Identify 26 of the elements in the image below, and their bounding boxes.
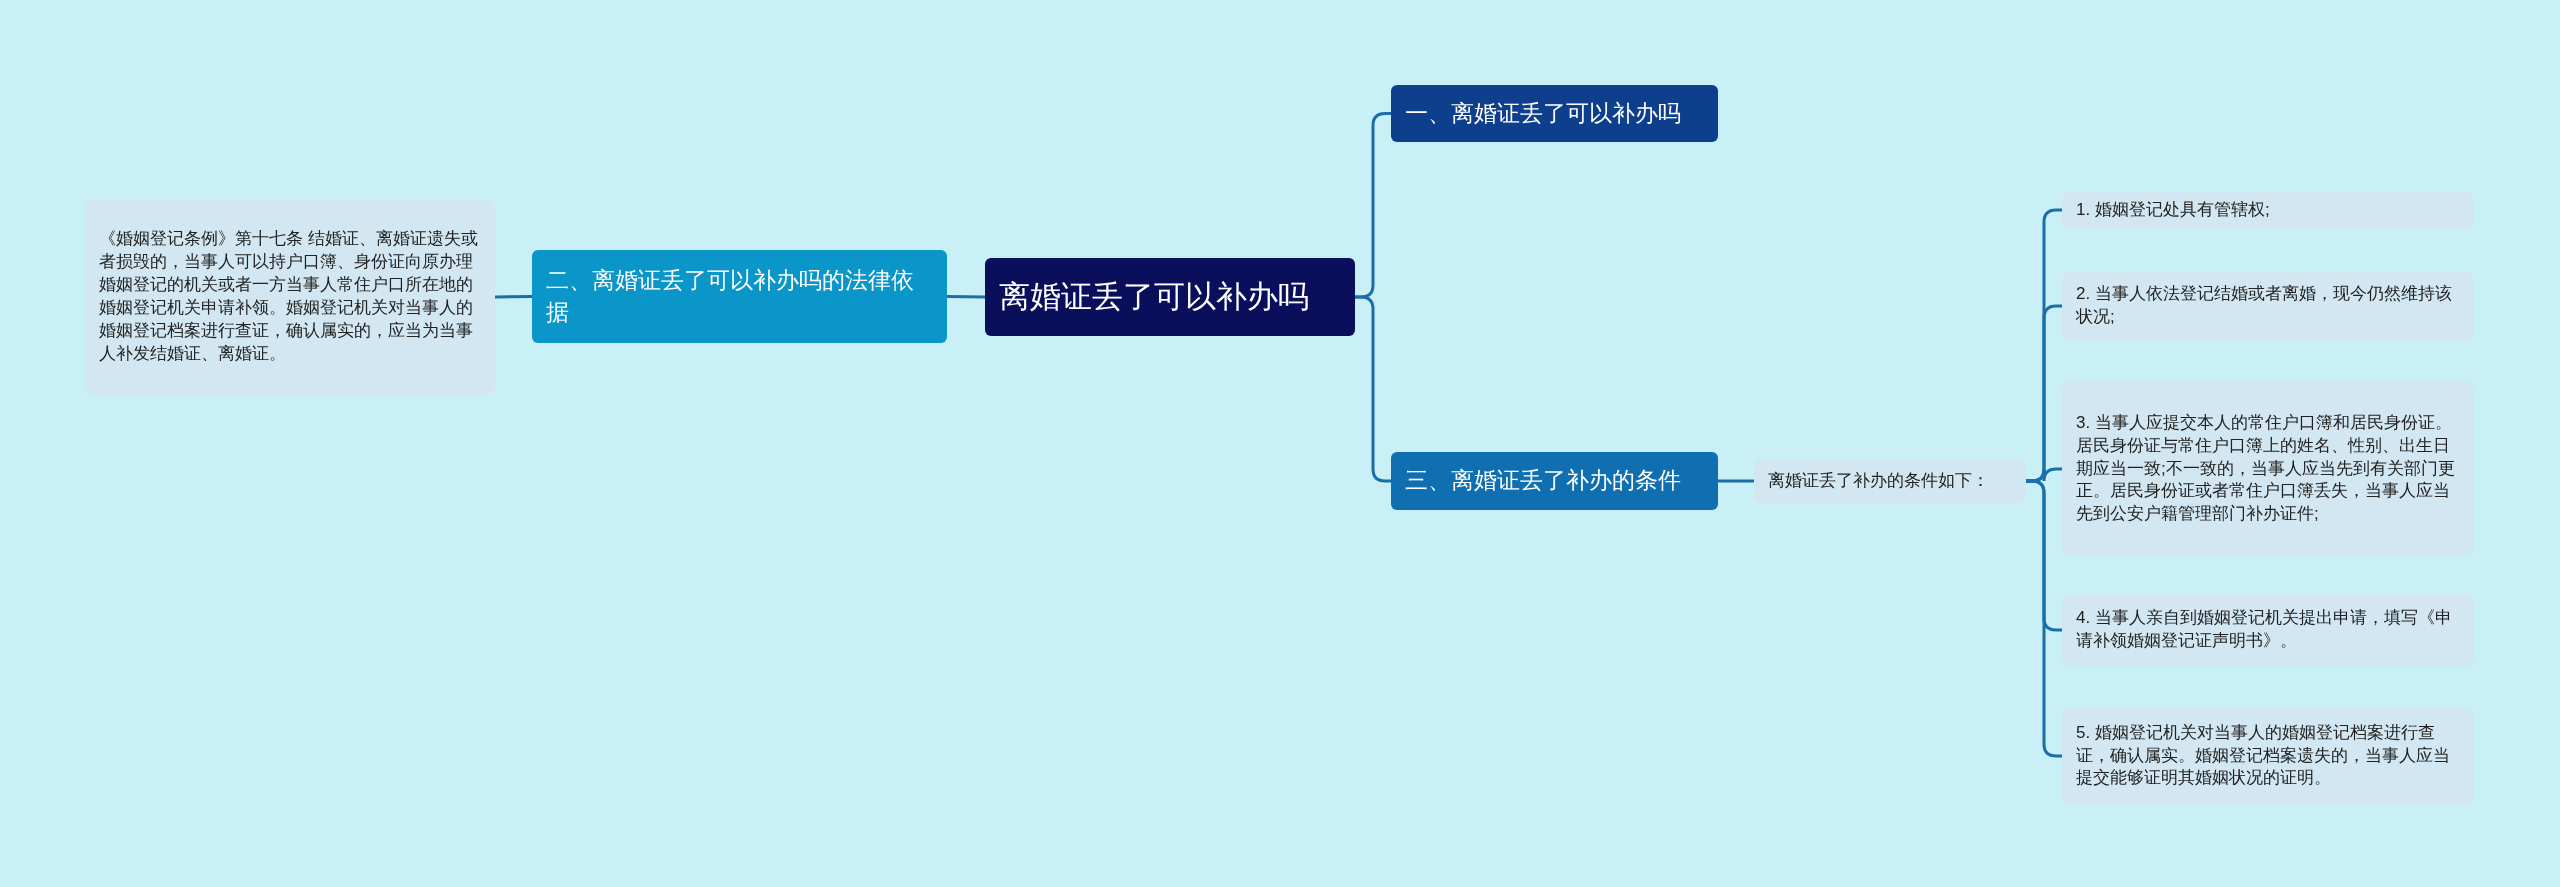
topic-text: 5. 婚姻登记机关对当事人的婚姻登记档案进行查证，确认属实。婚姻登记档案遗失的，当事人应当提交能够证明其婚姻状况的证明。 [2076,721,2451,790]
topic-text: 2. 当事人依法登记结婚或者离婚，现今仍然维持该状况; [2076,283,2453,328]
note-box [2062,707,2474,805]
topic-text: 3. 当事人应提交本人的常住户口簿和居民身份证。居民身份证与常住户口簿上的姓名、性别、出生日期应当一致;不一致的，当事人应当先到有关部门更正。居民身份证或者常住户口簿丢失，当事人应当先到公安户籍管理部门补办证件; [2076,411,2456,526]
note-box [2062,382,2474,556]
note-box [2062,594,2474,666]
branch-topic-box [1391,85,1718,142]
branch-topic-box [1391,452,1718,510]
topic-text: 1. 婚姻登记处具有管辖权; [2076,198,2270,221]
note-box [1754,459,2026,503]
topic-text: 《婚姻登记条例》第十七条 结婚证、离婚证遗失或者损毁的，当事人可以持户口簿、身份证向原办理婚姻登记的机关或者一方当事人常住户口所在地的婚姻登记机关申请补领。婚姻登记机关对当事人的婚姻登记档案进行查证，确认属实的，应当为当事人补发结婚证、离婚证。 [99,228,479,365]
topic-text: 4. 当事人亲自到婚姻登记机关提出申请，填写《申请补领婚姻登记证声明书》。 [2076,607,2453,652]
connector-line [1355,295,1391,483]
topic-text: 一、离婚证丢了可以补办吗 [1405,98,1681,128]
topic-text: 离婚证丢了可以补办吗 [999,278,1309,317]
note-box [85,199,495,395]
central-topic-box [985,258,1355,336]
note-box [2062,271,2474,341]
connector-line [494,295,533,299]
connector-line [946,295,986,299]
connector-line [1718,479,1754,483]
topic-text: 离婚证丢了补办的条件如下： [1768,469,1989,492]
note-box [2062,191,2474,229]
branch-topic-box [532,250,947,343]
topic-text: 三、离婚证丢了补办的条件 [1405,466,1681,496]
topic-text: 二、离婚证丢了可以补办吗的法律依据 [546,266,915,327]
